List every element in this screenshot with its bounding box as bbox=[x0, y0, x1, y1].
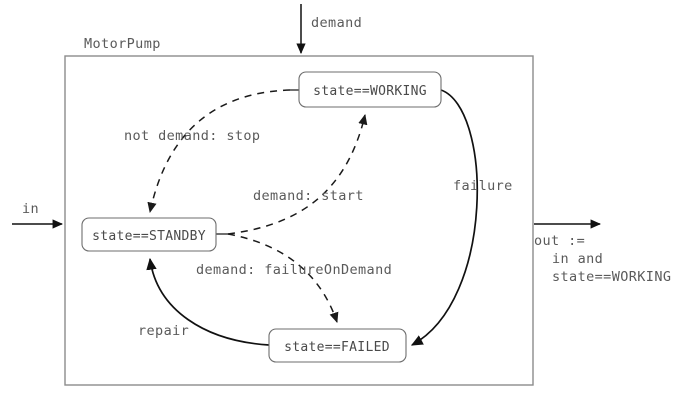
transition-failure-on-demand-label: demand: failureOnDemand bbox=[196, 262, 392, 278]
state-node-failed[interactable]: state==FAILED bbox=[268, 328, 407, 363]
state-standby-box[interactable] bbox=[81, 217, 217, 252]
transition-failure-on-demand-edge bbox=[227, 233, 339, 323]
transition-stop-label: not demand: stop bbox=[124, 128, 260, 144]
transition-repair-edge bbox=[146, 257, 270, 346]
transition-failure-edge bbox=[410, 89, 478, 346]
state-working-box[interactable] bbox=[298, 71, 442, 108]
transition-repair-label: repair bbox=[138, 323, 189, 339]
demand-input-label: demand bbox=[311, 15, 362, 31]
component-title: MotorPump bbox=[84, 36, 161, 52]
state-failed-box[interactable] bbox=[268, 328, 407, 363]
state-node-standby[interactable]: state==STANDBY bbox=[81, 217, 217, 252]
in-input-label: in bbox=[22, 201, 39, 217]
state-working-label: state==WORKING bbox=[313, 84, 427, 99]
transition-start-label: demand: start bbox=[253, 188, 364, 204]
state-standby-label: state==STANDBY bbox=[92, 229, 206, 244]
out-output-label-line2: in and bbox=[552, 251, 603, 267]
out-output-label-line3: state==WORKING bbox=[552, 269, 671, 285]
state-node-working[interactable]: state==WORKING bbox=[298, 71, 442, 108]
out-output-label-line1: out := bbox=[534, 233, 585, 249]
component-frame bbox=[64, 55, 534, 386]
state-failed-label: state==FAILED bbox=[284, 340, 390, 355]
transition-failure-label: failure bbox=[453, 178, 513, 194]
transition-stop-edge bbox=[147, 89, 291, 214]
